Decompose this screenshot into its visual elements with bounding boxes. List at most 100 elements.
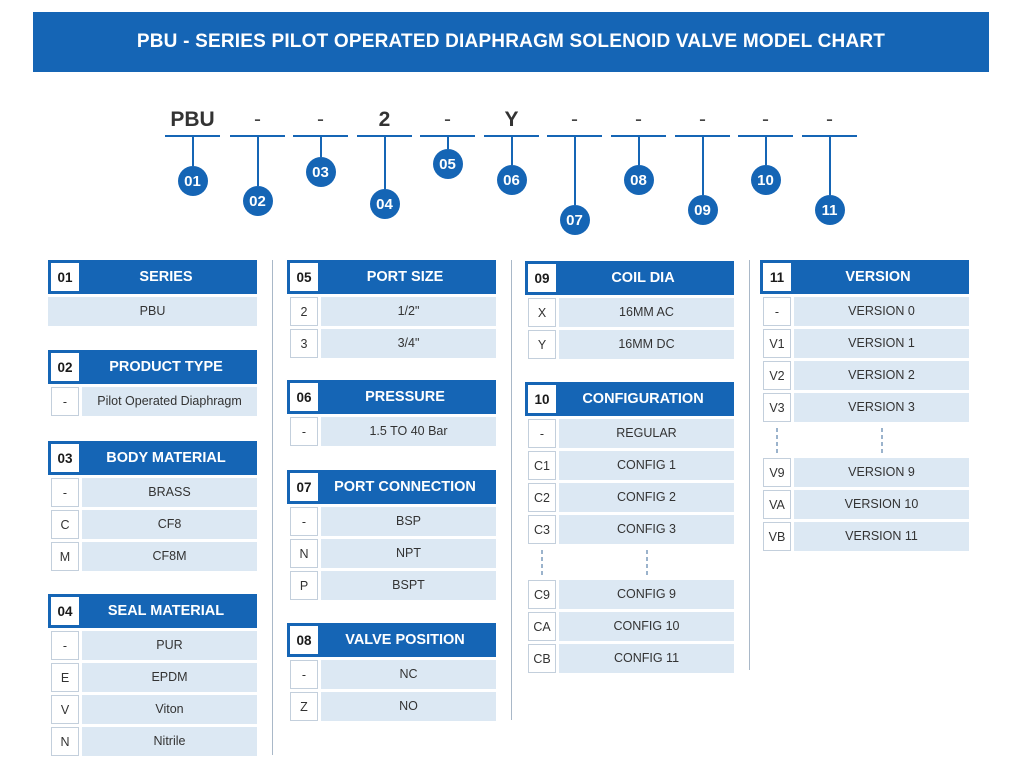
connector-line xyxy=(383,137,386,189)
table-row: PBU xyxy=(48,297,257,326)
model-code-segment: PBU xyxy=(165,107,220,137)
option-code: - xyxy=(51,478,79,507)
table-title: PRODUCT TYPE xyxy=(109,359,223,375)
option-description: Pilot Operated Diaphragm xyxy=(82,387,257,416)
option-code: P xyxy=(290,571,318,600)
option-description: 16MM DC xyxy=(559,330,734,359)
option-code: - xyxy=(290,660,318,689)
option-description: NPT xyxy=(321,539,496,568)
model-code-segment: Y xyxy=(484,107,539,137)
position-badge: 01 xyxy=(177,166,208,196)
option-description: CONFIG 3 xyxy=(559,515,734,544)
table-number: 03 xyxy=(51,444,79,472)
model-code-segment: - xyxy=(547,107,602,137)
connector-line xyxy=(319,137,322,157)
table-header: 04 SEAL MATERIAL xyxy=(48,594,257,628)
table-title: CONFIGURATION xyxy=(582,391,704,407)
table-header: 10 CONFIGURATION xyxy=(525,382,734,416)
ellipsis-row xyxy=(760,425,969,455)
option-code: M xyxy=(51,542,79,571)
position-badge: 06 xyxy=(496,165,527,195)
model-code-segment: - xyxy=(675,107,730,137)
option-code: - xyxy=(290,507,318,536)
option-description: VERSION 0 xyxy=(794,297,969,326)
vertical-ellipsis-icon xyxy=(541,549,543,575)
option-description: Nitrile xyxy=(82,727,257,756)
option-description: Viton xyxy=(82,695,257,724)
vertical-ellipsis-icon xyxy=(776,427,778,453)
table-title: SEAL MATERIAL xyxy=(107,603,225,619)
table-row: -Pilot Operated Diaphragm xyxy=(48,387,257,416)
option-description: PUR xyxy=(82,631,257,660)
option-description: VERSION 2 xyxy=(794,361,969,390)
connector-line xyxy=(573,137,576,205)
option-code: - xyxy=(763,297,791,326)
connector-line xyxy=(446,137,449,149)
option-description: CONFIG 1 xyxy=(559,451,734,480)
option-description: VERSION 11 xyxy=(794,522,969,551)
column-divider xyxy=(272,260,273,755)
position-badge: 10 xyxy=(750,165,781,195)
connector-line xyxy=(764,137,767,165)
option-description: CONFIG 10 xyxy=(559,612,734,641)
option-code: 3 xyxy=(290,329,318,358)
option-code: V xyxy=(51,695,79,724)
model-code-segment: - xyxy=(293,107,348,137)
vertical-ellipsis-icon xyxy=(645,549,648,575)
table-row: -1.5 TO 40 Bar xyxy=(287,417,496,446)
table-row: -BSP xyxy=(287,507,496,536)
option-description: VERSION 9 xyxy=(794,458,969,487)
model-code-segment: - xyxy=(738,107,793,137)
option-code: Y xyxy=(528,330,556,359)
position-badge: 11 xyxy=(814,195,845,225)
option-description: 1.5 TO 40 Bar xyxy=(321,417,496,446)
option-description: CONFIG 9 xyxy=(559,580,734,609)
table-number: 04 xyxy=(51,597,79,625)
table-number: 10 xyxy=(528,385,556,413)
table-title: VALVE POSITION xyxy=(345,632,465,648)
option-code: C2 xyxy=(528,483,556,512)
chart-title-banner: PBU - SERIES PILOT OPERATED DIAPHRAGM SO… xyxy=(33,12,989,72)
table-title: COIL DIA xyxy=(611,270,675,286)
vertical-ellipsis-icon xyxy=(880,427,883,453)
model-code-segment: - xyxy=(611,107,666,137)
model-code-segment: - xyxy=(420,107,475,137)
position-badge: 08 xyxy=(623,165,654,195)
table-row: -REGULAR xyxy=(525,419,734,448)
table-row: -PUR xyxy=(48,631,257,660)
position-badge: 09 xyxy=(687,195,718,225)
option-code: V3 xyxy=(763,393,791,422)
option-description: NO xyxy=(321,692,496,721)
table-row: -BRASS xyxy=(48,478,257,507)
option-code: X xyxy=(528,298,556,327)
option-code: V1 xyxy=(763,329,791,358)
table-title: PRESSURE xyxy=(365,389,445,405)
table-row: -VERSION 0 xyxy=(760,297,969,326)
option-code: 2 xyxy=(290,297,318,326)
